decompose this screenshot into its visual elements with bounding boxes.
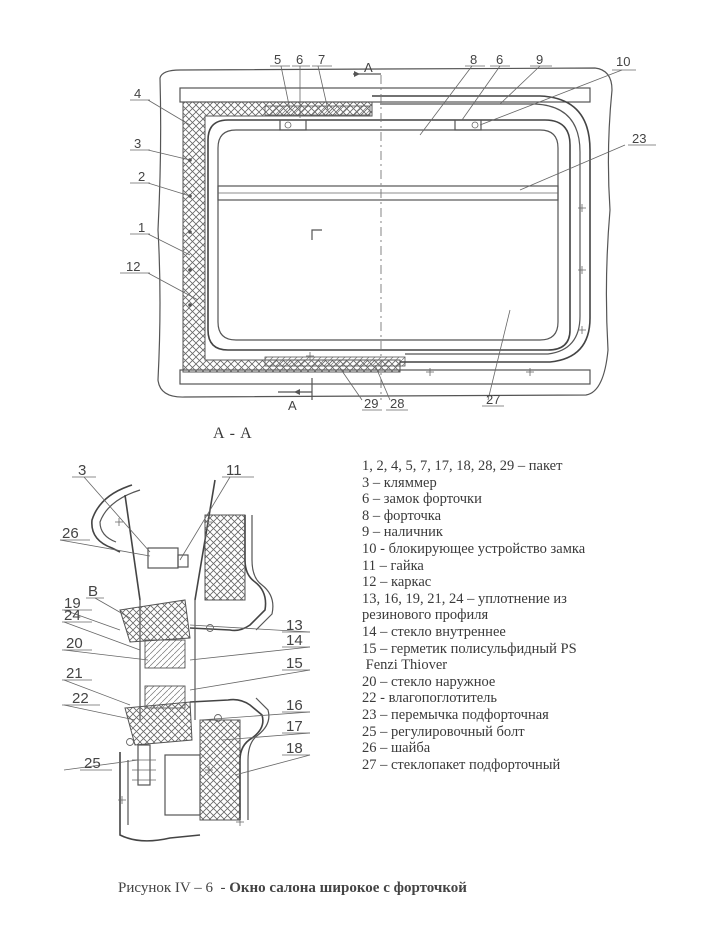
legend-item: Fenzi Thiover	[362, 657, 448, 674]
callout-s21: 21	[66, 665, 83, 682]
plan-view: A A	[120, 52, 656, 413]
legend-item: 11 – гайка	[362, 557, 424, 574]
callout-9: 9	[536, 52, 543, 67]
callout-sB: В	[88, 583, 98, 600]
callout-s22: 22	[72, 690, 89, 707]
callout-4: 4	[134, 86, 141, 101]
caption-title: Окно салона широкое с форточкой	[229, 880, 467, 896]
section-view: 3 11 26 В 19 24 20 21 22 25 13 14 15 16 …	[59, 462, 311, 842]
section-mark-bottom: A	[288, 398, 297, 413]
callout-s20: 20	[66, 635, 83, 652]
figure-caption: Рисунок IV – 6 - Окно салона широкое с ф…	[118, 880, 467, 897]
legend-item: 27 – стеклопакет подфорточный	[362, 756, 561, 773]
callout-23: 23	[632, 131, 646, 146]
callout-29: 29	[364, 396, 378, 411]
legend-item: 23 – перемычка подфорточная	[362, 706, 549, 723]
callout-1: 1	[138, 220, 145, 235]
legend-item: 6 – замок форточки	[362, 491, 482, 508]
callout-6b: 6	[496, 52, 503, 67]
section-title: A - A	[213, 425, 253, 442]
callout-s24: 24	[64, 607, 81, 624]
callout-s16: 16	[286, 697, 303, 714]
legend-item: 14 – стекло внутреннее	[362, 623, 506, 640]
legend-item: 9 – наличник	[362, 524, 443, 541]
legend-item: 8 – форточка	[362, 507, 442, 524]
section-mark-top: A	[364, 60, 373, 75]
callout-3: 3	[134, 136, 141, 151]
legend: 1, 2, 4, 5, 7, 17, 18, 28, 29 – пакет 3 …	[362, 458, 692, 773]
callout-7: 7	[318, 52, 325, 67]
callout-28: 28	[390, 396, 404, 411]
legend-item: резинового профиля	[362, 607, 489, 624]
legend-item: 1, 2, 4, 5, 7, 17, 18, 28, 29 – пакет	[362, 458, 563, 474]
callout-s26: 26	[62, 525, 79, 542]
legend-item: 10 - блокирующее устройство замка	[362, 540, 586, 557]
callout-12: 12	[126, 259, 140, 274]
legend-item: 25 – регулировочный болт	[362, 723, 525, 740]
callout-s3: 3	[78, 462, 86, 479]
callout-s19: 19	[64, 595, 81, 612]
legend-item: 20 – стекло наружное	[362, 673, 496, 690]
callout-s11: 11	[226, 462, 242, 479]
callout-s18: 18	[286, 740, 303, 757]
callout-s15: 15	[286, 655, 303, 672]
callout-5: 5	[274, 52, 281, 67]
legend-item: 15 – герметик полисульфидный PS	[362, 640, 577, 657]
legend-item: 13, 16, 19, 21, 24 – уплотнение из	[362, 590, 567, 607]
callout-s17: 17	[286, 718, 303, 735]
callout-s14: 14	[286, 632, 303, 649]
section-callouts: 3 11 26 В 19 24 20 21 22 25 13 14 15 16 …	[62, 462, 303, 772]
callout-s13: 13	[286, 617, 303, 634]
callout-8: 8	[470, 52, 477, 67]
legend-item: 22 - влагопоглотитель	[362, 690, 497, 707]
callout-6: 6	[296, 52, 303, 67]
plan-callouts: 5 6 7 8 6 9 10 4 3 2 1 12 23 29 28 27	[126, 52, 646, 411]
callout-2: 2	[138, 169, 145, 184]
legend-item: 12 – каркас	[362, 574, 432, 591]
legend-item: 3 – кляммер	[362, 474, 437, 491]
legend-item: 26 – шайба	[362, 740, 431, 757]
callout-s25: 25	[84, 755, 101, 772]
callout-27: 27	[486, 392, 500, 407]
callout-10: 10	[616, 54, 630, 69]
caption-prefix: Рисунок IV – 6 -	[118, 880, 230, 896]
frame-hatch	[182, 101, 401, 373]
